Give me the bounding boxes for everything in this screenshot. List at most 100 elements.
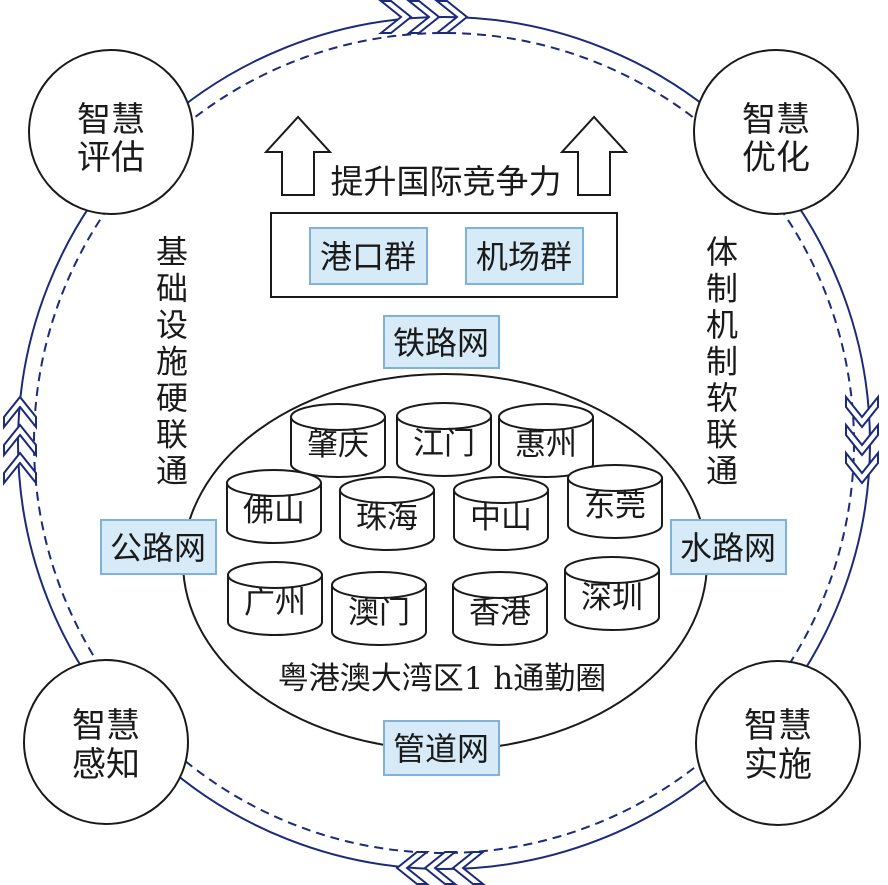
- pipeline-label: 管道网: [393, 730, 489, 768]
- city-label: 香港: [469, 595, 531, 631]
- city-drum-top: [452, 571, 548, 599]
- chevron-up-2: [3, 451, 37, 486]
- city-drum-body: [564, 569, 660, 631]
- city-drum-top: [331, 571, 427, 599]
- corner-bottom-right-line1: 智慧: [744, 706, 812, 746]
- city-label: 中山: [470, 500, 532, 536]
- corner-top-left-line2: 评估: [77, 138, 145, 178]
- corner-bottom-left: 智慧 感知: [23, 659, 189, 825]
- city-drum: 深圳: [564, 556, 660, 631]
- city-label: 深圳: [581, 580, 643, 616]
- competitiveness-label: 提升国际竞争力: [331, 162, 562, 201]
- side-label-right-char: 通: [706, 452, 738, 490]
- city-group: 肇庆 江门 惠州佛山 珠海 中山 东莞广州澳门 香港 深圳: [226, 402, 663, 646]
- corner-bottom-left-line1: 智慧: [72, 706, 140, 746]
- ring-arrow-left: [3, 395, 37, 486]
- corner-bottom-right-line2: 实施: [744, 745, 812, 785]
- city-drum: 佛山: [226, 469, 322, 544]
- city-drum-top: [227, 561, 323, 589]
- road-box: [100, 519, 217, 575]
- city-label: 佛山: [243, 493, 305, 529]
- side-label-right-char: 体: [706, 233, 738, 271]
- side-label-left-char: 础: [156, 270, 188, 308]
- side-label-right-char: 制: [706, 270, 738, 308]
- chevron-down-0: [845, 394, 879, 429]
- side-label-left-char: 施: [156, 343, 188, 381]
- city-label: 肇庆: [307, 427, 369, 463]
- city-drum-top: [226, 469, 322, 497]
- chevron-left-1: [423, 851, 458, 885]
- city-drum-body: [339, 489, 435, 551]
- side-label-left-char: 设: [156, 306, 188, 344]
- side-label-right-char: 制: [706, 343, 738, 381]
- city-drum-body: [290, 416, 386, 478]
- city-drum-body: [227, 574, 323, 636]
- chevron-up-0: [3, 395, 37, 430]
- airport-cluster-box: [465, 227, 584, 285]
- city-drum: 东莞: [567, 464, 663, 539]
- city-drum-body: [453, 489, 549, 551]
- railway-box: [383, 315, 500, 369]
- side-label-left-char: 基: [156, 233, 188, 271]
- side-label-right-char: 联: [706, 416, 738, 454]
- corner-top-right: 智慧 优化: [693, 49, 859, 215]
- corner-top-right-line1: 智慧: [742, 100, 810, 140]
- corner-top-right-line2: 优化: [742, 138, 810, 178]
- city-drum: 广州: [227, 561, 323, 636]
- road-label: 公路网: [110, 529, 206, 567]
- city-drum-body: [396, 415, 492, 477]
- chevron-right-0: [378, 0, 413, 34]
- city-drum-body: [452, 584, 548, 646]
- commute-area-label: 粤港澳大湾区1 h通勤圈: [278, 661, 607, 697]
- chevron-down-1: [845, 422, 879, 457]
- up-arrow-left: [263, 115, 333, 196]
- city-drum: 中山: [453, 476, 549, 551]
- ring-arrow-right: [845, 394, 879, 485]
- city-drum-top: [567, 464, 663, 492]
- city-drum-body: [226, 482, 322, 544]
- ring-arrow-bottom: [395, 851, 486, 885]
- port-cluster-label: 港口群: [320, 238, 416, 276]
- city-drum: 江门: [396, 402, 492, 477]
- city-label: 珠海: [356, 500, 418, 536]
- city-drum: 澳门: [331, 571, 427, 646]
- city-drum-top: [396, 402, 492, 430]
- city-drum: 肇庆: [290, 403, 386, 478]
- ring-arrow-top: [378, 0, 469, 34]
- city-drum-top: [564, 556, 660, 584]
- corner-top-left: 智慧 评估: [28, 49, 194, 215]
- chevron-right-1: [406, 0, 441, 34]
- side-label-right-char: 机: [706, 306, 738, 344]
- chevron-left-0: [395, 851, 430, 885]
- side-label-left-char: 硬: [156, 379, 188, 417]
- corner-bottom-right: 智慧 实施: [695, 660, 861, 826]
- city-drum-body: [331, 584, 427, 646]
- side-label-right-char: 软: [706, 379, 738, 417]
- city-label: 惠州: [515, 427, 577, 463]
- city-drum-body: [567, 477, 663, 539]
- chevron-left-2: [451, 851, 486, 885]
- city-label: 澳门: [348, 595, 410, 631]
- pipeline-box: [383, 720, 500, 776]
- side-label-left-char: 通: [156, 452, 188, 490]
- city-drum: 香港: [452, 571, 548, 646]
- chevron-down-2: [845, 450, 879, 485]
- chevron-right-2: [434, 0, 469, 34]
- city-drum: 惠州: [498, 403, 594, 478]
- corner-top-left-line1: 智慧: [77, 100, 145, 140]
- up-arrow-right: [559, 115, 629, 196]
- side-label-left-char: 联: [156, 416, 188, 454]
- corner-bottom-left-line2: 感知: [72, 745, 140, 785]
- city-drum: 珠海: [339, 476, 435, 551]
- railway-label: 铁路网: [393, 324, 489, 362]
- city-label: 江门: [413, 426, 475, 462]
- city-drum-top: [453, 476, 549, 504]
- city-label: 东莞: [584, 488, 646, 524]
- city-drum-top: [290, 403, 386, 431]
- waterway-label: 水路网: [680, 529, 776, 567]
- city-drum-top: [498, 403, 594, 431]
- city-drum-top: [339, 476, 435, 504]
